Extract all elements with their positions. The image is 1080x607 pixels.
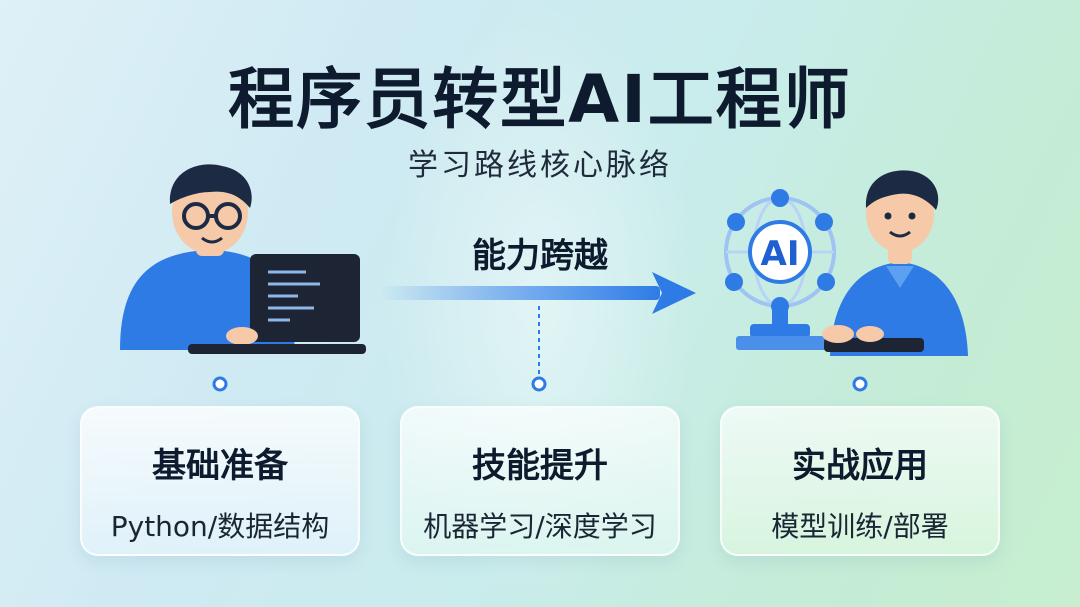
stage-title: 技能提升 xyxy=(472,446,608,486)
stage-title: 基础准备 xyxy=(152,446,288,486)
keyboard xyxy=(824,338,924,352)
stage-title: 实战应用 xyxy=(792,446,928,486)
engineer-hair xyxy=(865,170,939,210)
ai-engineer-illustration: AI xyxy=(724,170,968,356)
bridge-label: 能力跨越 xyxy=(472,236,608,276)
stage-card-foundation: 基础准备 Python/数据结构 xyxy=(80,406,360,556)
stage-desc: Python/数据结构 xyxy=(110,510,330,543)
laptop-base xyxy=(188,344,366,354)
glasses-icon xyxy=(182,202,242,230)
ai-badge-text: AI xyxy=(761,234,800,274)
connector-left xyxy=(212,376,228,392)
stage-card-practice: 实战应用 模型训练/部署 xyxy=(720,406,1000,556)
programmer-illustration xyxy=(120,164,366,354)
stage-desc: 机器学习/深度学习 xyxy=(423,510,657,543)
stage-card-skills: 技能提升 机器学习/深度学习 xyxy=(400,406,680,556)
connector-center xyxy=(531,306,547,392)
connector-right xyxy=(852,376,868,392)
bridge-arrow xyxy=(380,272,696,314)
page-title: 程序员转型AI工程师 xyxy=(228,61,852,138)
laptop-screen xyxy=(250,254,360,342)
arrow-head-icon xyxy=(652,272,696,314)
programmer-hair xyxy=(169,164,252,208)
page-subtitle: 学习路线核心脉络 xyxy=(408,148,672,183)
stage-desc: 模型训练/部署 xyxy=(771,510,949,543)
